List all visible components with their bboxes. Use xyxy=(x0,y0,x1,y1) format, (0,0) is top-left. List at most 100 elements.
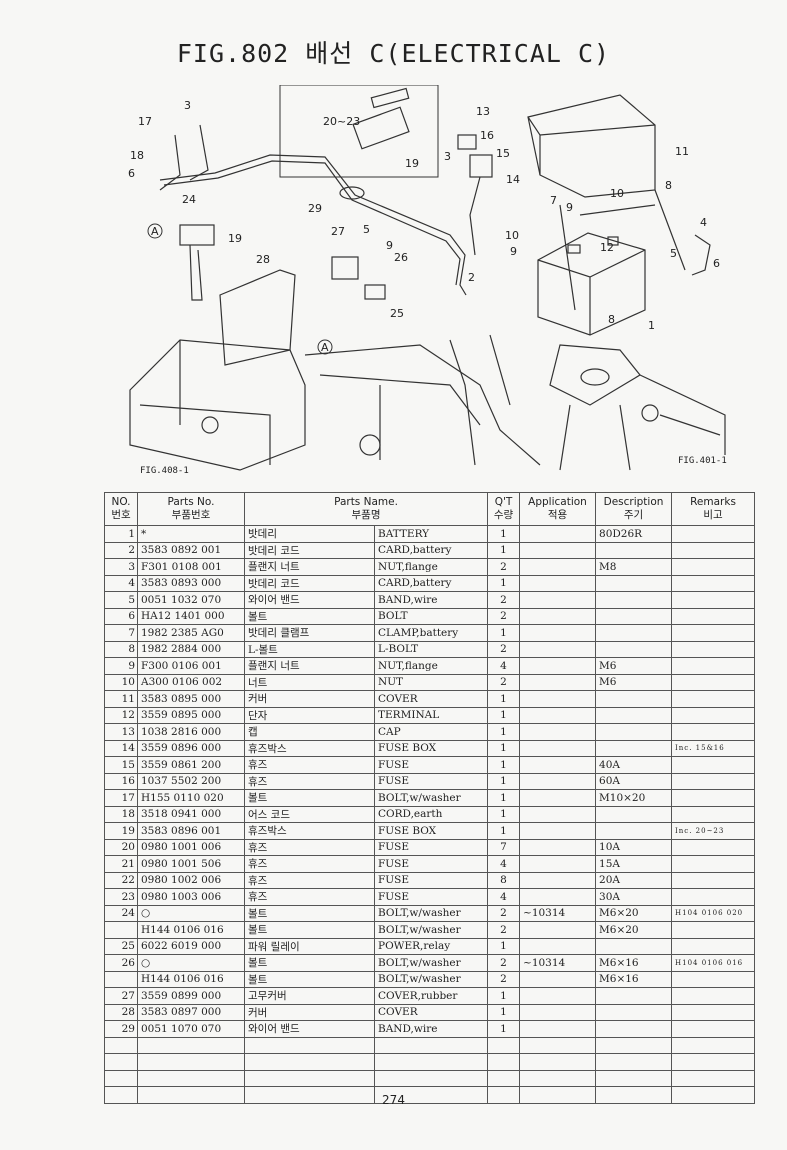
cell-name-english xyxy=(373,1069,489,1087)
cell-quantity: 1 xyxy=(487,690,521,708)
cell-part-number: 3583 0897 000 xyxy=(137,1003,245,1021)
svg-text:9: 9 xyxy=(386,239,393,252)
cell-name-english: CARD,battery xyxy=(373,541,489,559)
cell-remarks: H104 0106 016 xyxy=(671,954,756,972)
cell-remarks xyxy=(671,871,756,889)
cell-quantity: 1 xyxy=(487,541,521,559)
svg-text:17: 17 xyxy=(138,115,152,128)
header-parts-no: Parts No. 부품번호 xyxy=(137,492,245,526)
svg-text:15: 15 xyxy=(496,147,510,160)
cell-quantity: 1 xyxy=(487,706,521,724)
cell-name-english: CARD,battery xyxy=(373,574,489,592)
svg-text:3: 3 xyxy=(444,150,451,163)
cell-remarks xyxy=(671,607,756,625)
cell-remarks xyxy=(671,838,756,856)
cell-name-english: FUSE xyxy=(373,871,489,889)
cell-part-number: 3583 0895 000 xyxy=(137,690,245,708)
cell-quantity: 2 xyxy=(487,954,521,972)
cell-application xyxy=(519,888,597,906)
cell-remarks xyxy=(671,591,756,609)
svg-text:3: 3 xyxy=(184,99,191,112)
cell-quantity: 2 xyxy=(487,673,521,691)
cell-no: 5 xyxy=(104,591,138,609)
cell-quantity xyxy=(487,1053,521,1071)
cell-description: 40A xyxy=(595,756,673,774)
cell-application xyxy=(519,739,597,757)
cell-name-korean: 플랜지 너트 xyxy=(244,657,375,675)
svg-text:1: 1 xyxy=(648,319,655,332)
cell-part-number: 3583 0896 001 xyxy=(137,822,245,840)
cell-name-english: BOLT,w/washer xyxy=(373,921,489,939)
cell-remarks xyxy=(671,574,756,592)
cell-part-number: ○ xyxy=(137,954,245,972)
cell-application xyxy=(519,937,597,955)
cell-quantity: 1 xyxy=(487,624,521,642)
cell-quantity: 2 xyxy=(487,921,521,939)
table-row-blank xyxy=(104,1086,756,1104)
table-row-blank xyxy=(104,1053,756,1071)
cell-name-english: BOLT,w/washer xyxy=(373,970,489,988)
svg-text:24: 24 xyxy=(182,193,196,206)
cell-name-korean: 볼트 xyxy=(244,970,375,988)
cell-no: 8 xyxy=(104,640,138,658)
cell-application xyxy=(519,1003,597,1021)
header-parts-name: Parts Name. 부품명 xyxy=(243,492,489,526)
fig-ref-right: FIG.401-1 xyxy=(678,456,727,466)
cell-name-english: BOLT,w/washer xyxy=(373,789,489,807)
cell-remarks xyxy=(671,558,756,576)
cell-remarks xyxy=(671,772,756,790)
cell-name-english: FUSE xyxy=(373,888,489,906)
cell-remarks xyxy=(671,789,756,807)
cell-part-number: H144 0106 016 xyxy=(137,921,245,939)
cell-name-english: BAND,wire xyxy=(373,591,489,609)
cell-part-number: 0980 1003 006 xyxy=(137,888,245,906)
cell-description: 80D26R xyxy=(595,525,673,543)
cell-no: 11 xyxy=(104,690,138,708)
cell-name-korean: 볼트 xyxy=(244,921,375,939)
cell-description xyxy=(595,1069,673,1087)
svg-text:5: 5 xyxy=(670,247,677,260)
cell-application xyxy=(519,1020,597,1038)
cell-name-english: FUSE xyxy=(373,772,489,790)
cell-no: 15 xyxy=(104,756,138,774)
cell-name-english: L-BOLT xyxy=(373,640,489,658)
svg-text:9: 9 xyxy=(510,245,517,258)
cell-remarks xyxy=(671,525,756,543)
exploded-parts-diagram: 17 3 18 6 24 A 19 20~23 19 13 16 3 15 14… xyxy=(128,85,726,471)
svg-text:16: 16 xyxy=(480,129,494,142)
cell-remarks xyxy=(671,1036,756,1054)
svg-text:20~23: 20~23 xyxy=(323,115,360,128)
cell-remarks xyxy=(671,723,756,741)
cell-name-english: FUSE xyxy=(373,855,489,873)
cell-description: 60A xyxy=(595,772,673,790)
cell-no: 18 xyxy=(104,805,138,823)
cell-remarks xyxy=(671,987,756,1005)
cell-quantity: 7 xyxy=(487,838,521,856)
cell-part-number: 3583 0892 001 xyxy=(137,541,245,559)
cell-description xyxy=(595,591,673,609)
cell-remarks xyxy=(671,805,756,823)
cell-name-english: BOLT,w/washer xyxy=(373,954,489,972)
cell-quantity xyxy=(487,1069,521,1087)
cell-part-number: A300 0106 002 xyxy=(137,673,245,691)
cell-quantity: 1 xyxy=(487,1003,521,1021)
header-description: Description 주기 xyxy=(595,492,673,526)
cell-no xyxy=(104,1069,138,1087)
cell-description xyxy=(595,723,673,741)
cell-quantity: 2 xyxy=(487,904,521,922)
cell-name-english: FUSE xyxy=(373,838,489,856)
svg-text:A: A xyxy=(151,225,159,238)
cell-part-number: 3559 0895 000 xyxy=(137,706,245,724)
svg-text:4: 4 xyxy=(700,216,707,229)
cell-application xyxy=(519,723,597,741)
cell-name-english: BAND,wire xyxy=(373,1020,489,1038)
svg-text:28: 28 xyxy=(256,253,270,266)
svg-text:A: A xyxy=(321,341,329,354)
cell-part-number: ○ xyxy=(137,904,245,922)
cell-quantity: 1 xyxy=(487,772,521,790)
